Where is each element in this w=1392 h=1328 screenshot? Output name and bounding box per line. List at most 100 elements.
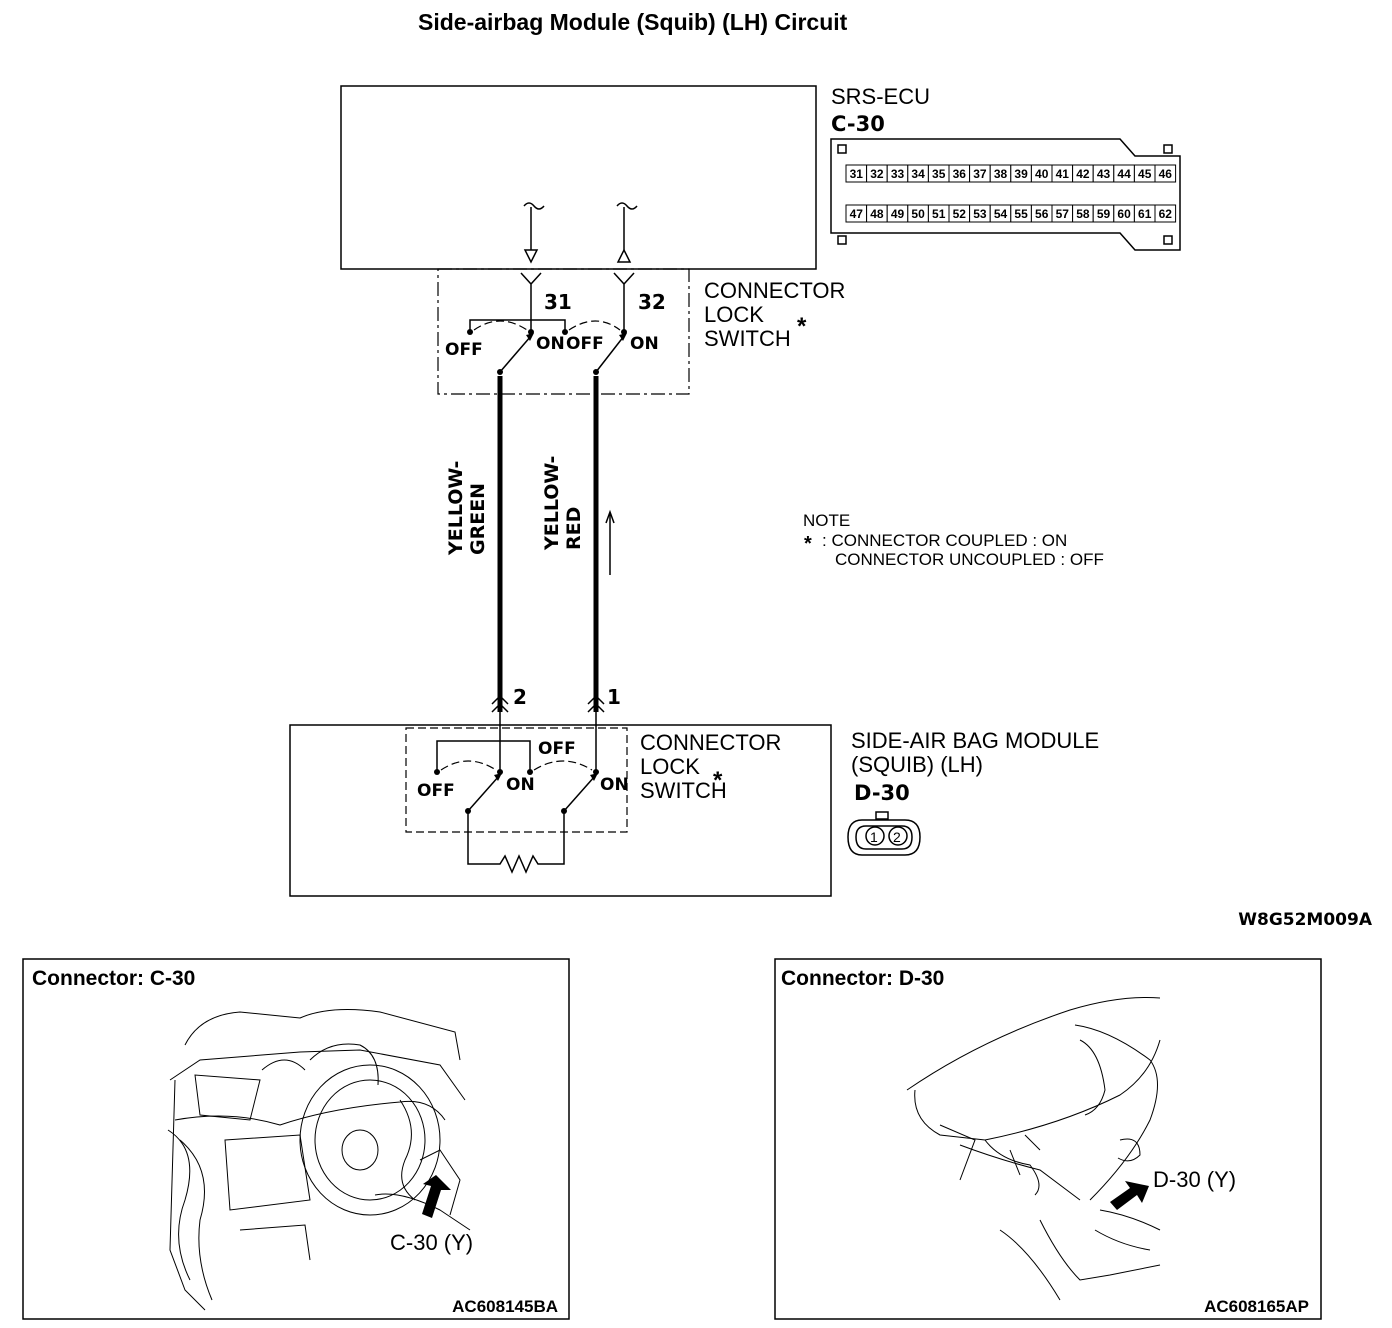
c30-pin-44: 44: [1117, 167, 1131, 181]
c30-pins-top-row: 31 32 33 34 35 36 37 38 39 40 41 42 43 44 45 46: [845, 164, 1177, 183]
upper-switch-31: [467, 300, 568, 375]
c30-location-arrow-icon: [422, 1175, 451, 1218]
note-line1: : CONNECTOR COUPLED : ON: [822, 531, 1067, 550]
note-asterisk: *: [804, 533, 812, 555]
lower-off-label-1: OFF: [538, 739, 576, 759]
c30-pin-36: 36: [953, 167, 967, 181]
panel-d30-callout: D-30 (Y): [1153, 1167, 1236, 1192]
c30-pin-cell: [1154, 204, 1177, 223]
side-airbag-module-box: [289, 724, 832, 897]
c30-pin-59: 59: [1097, 207, 1111, 221]
terminal-31-label: 31: [544, 290, 572, 314]
lower-on-label-1: ON: [506, 775, 535, 795]
c30-pin-37: 37: [973, 167, 987, 181]
panel-c30-callout: C-30 (Y): [390, 1230, 473, 1255]
panel-c30-code: AC608145BA: [452, 1297, 558, 1316]
wire-label-yellow-green: YELLOW- GREEN: [445, 461, 489, 556]
c30-pin-cell: [1154, 164, 1177, 183]
note-line2: CONNECTOR UNCOUPLED : OFF: [835, 550, 1104, 569]
c30-pin-62: 62: [1159, 207, 1173, 221]
lower-on-label-2: ON: [600, 775, 629, 795]
lower-lock-switch-asterisk: *: [713, 767, 723, 794]
c30-pin-45: 45: [1138, 167, 1152, 181]
c30-pin-49: 49: [891, 207, 905, 221]
lower-lock-switch-box: [405, 727, 628, 833]
upper-on-label-1: ON: [536, 334, 565, 354]
terminal-32-label: 32: [638, 290, 666, 314]
squib-resistor-icon: [467, 811, 565, 874]
upper-off-label-2: OFF: [566, 334, 604, 354]
connector-symbol-32: [613, 272, 635, 300]
diagram-title: Side-airbag Module (Squib) (LH) Circuit: [418, 9, 848, 35]
c30-pin-34: 34: [911, 167, 925, 181]
lower-lock-switch-line1: CONNECTOR: [640, 730, 781, 755]
c30-pin-60: 60: [1117, 207, 1131, 221]
c30-pin-51: 51: [932, 207, 946, 221]
upper-on-label-2: ON: [630, 334, 659, 354]
c30-pin-32: 32: [870, 167, 884, 181]
panel-connector-c30: [22, 958, 570, 1320]
c30-pin-52: 52: [953, 207, 967, 221]
svg-text:RED: RED: [563, 507, 585, 550]
lower-lock-switch-line3: SWITCH: [640, 778, 727, 803]
c30-pin-39: 39: [1014, 167, 1028, 181]
panel-d30-title: Connector: D-30: [781, 967, 944, 990]
ecu-input-arrow-icon: [616, 202, 638, 263]
upper-lock-switch-line3: SWITCH: [704, 326, 791, 351]
upper-lock-switch-box: [437, 268, 690, 395]
c30-pin-47: 47: [850, 207, 864, 221]
c30-pin-41: 41: [1056, 167, 1070, 181]
c30-pin-50: 50: [911, 207, 925, 221]
upper-off-label-1: OFF: [445, 340, 483, 360]
connector-symbol-1: [587, 694, 605, 770]
c30-pin-55: 55: [1014, 207, 1028, 221]
c30-pin-33: 33: [891, 167, 905, 181]
lower-switch-1: [533, 760, 599, 814]
ecu-output-arrow-icon: [523, 202, 545, 264]
c30-pin-57: 57: [1056, 207, 1070, 221]
c30-pin-38: 38: [994, 167, 1008, 181]
srs-ecu-box: [340, 85, 817, 270]
upper-switch-32: [568, 300, 627, 375]
dashboard-illustration: [167, 1009, 471, 1311]
upper-lock-switch-line2: LOCK: [704, 302, 764, 327]
c30-pin-43: 43: [1097, 167, 1111, 181]
module-name-line1: SIDE-AIR BAG MODULE: [851, 728, 1099, 753]
c30-pin-58: 58: [1076, 207, 1090, 221]
c30-pin-35: 35: [932, 167, 946, 181]
svg-text:YELLOW-: YELLOW-: [445, 461, 467, 556]
terminal-1-label: 1: [607, 685, 621, 709]
panel-connector-d30: [774, 958, 1322, 1320]
c30-pin-54: 54: [994, 207, 1008, 221]
connector-symbol-31: [520, 272, 542, 300]
svg-text:YELLOW-: YELLOW-: [541, 456, 563, 551]
terminal-2-label: 2: [513, 685, 527, 709]
lower-switch-2: [434, 740, 533, 814]
c30-pin-53: 53: [973, 207, 987, 221]
rear-seat-illustration: [906, 997, 1161, 1301]
upper-lock-switch-line1: CONNECTOR: [704, 278, 845, 303]
ecu-connector-id: C-30: [831, 112, 885, 136]
c30-pin-40: 40: [1035, 167, 1049, 181]
d30-location-arrow-icon: [1110, 1181, 1149, 1210]
d30-pin-1: 1: [870, 829, 878, 845]
panel-d30-code: AC608165AP: [1204, 1297, 1309, 1316]
c30-pin-42: 42: [1076, 167, 1090, 181]
d30-pin-2: 2: [893, 829, 901, 845]
d30-connector-face: 1 2: [847, 811, 921, 856]
lower-off-label-2: OFF: [417, 781, 455, 801]
c30-pin-61: 61: [1138, 207, 1152, 221]
wire-label-yellow-red: YELLOW- RED: [541, 456, 585, 551]
svg-text:GREEN: GREEN: [467, 483, 489, 555]
note-title: NOTE: [803, 511, 850, 530]
lower-lock-switch-line2: LOCK: [640, 754, 700, 779]
c30-pin-46: 46: [1159, 167, 1173, 181]
panel-c30-title: Connector: C-30: [32, 967, 195, 990]
diagram-code: W8G52M009A: [1238, 910, 1373, 930]
module-name-line2: (SQUIB) (LH): [851, 752, 983, 777]
module-connector-id: D-30: [854, 781, 910, 805]
c30-pin-31: 31: [850, 167, 864, 181]
c30-pin-56: 56: [1035, 207, 1049, 221]
